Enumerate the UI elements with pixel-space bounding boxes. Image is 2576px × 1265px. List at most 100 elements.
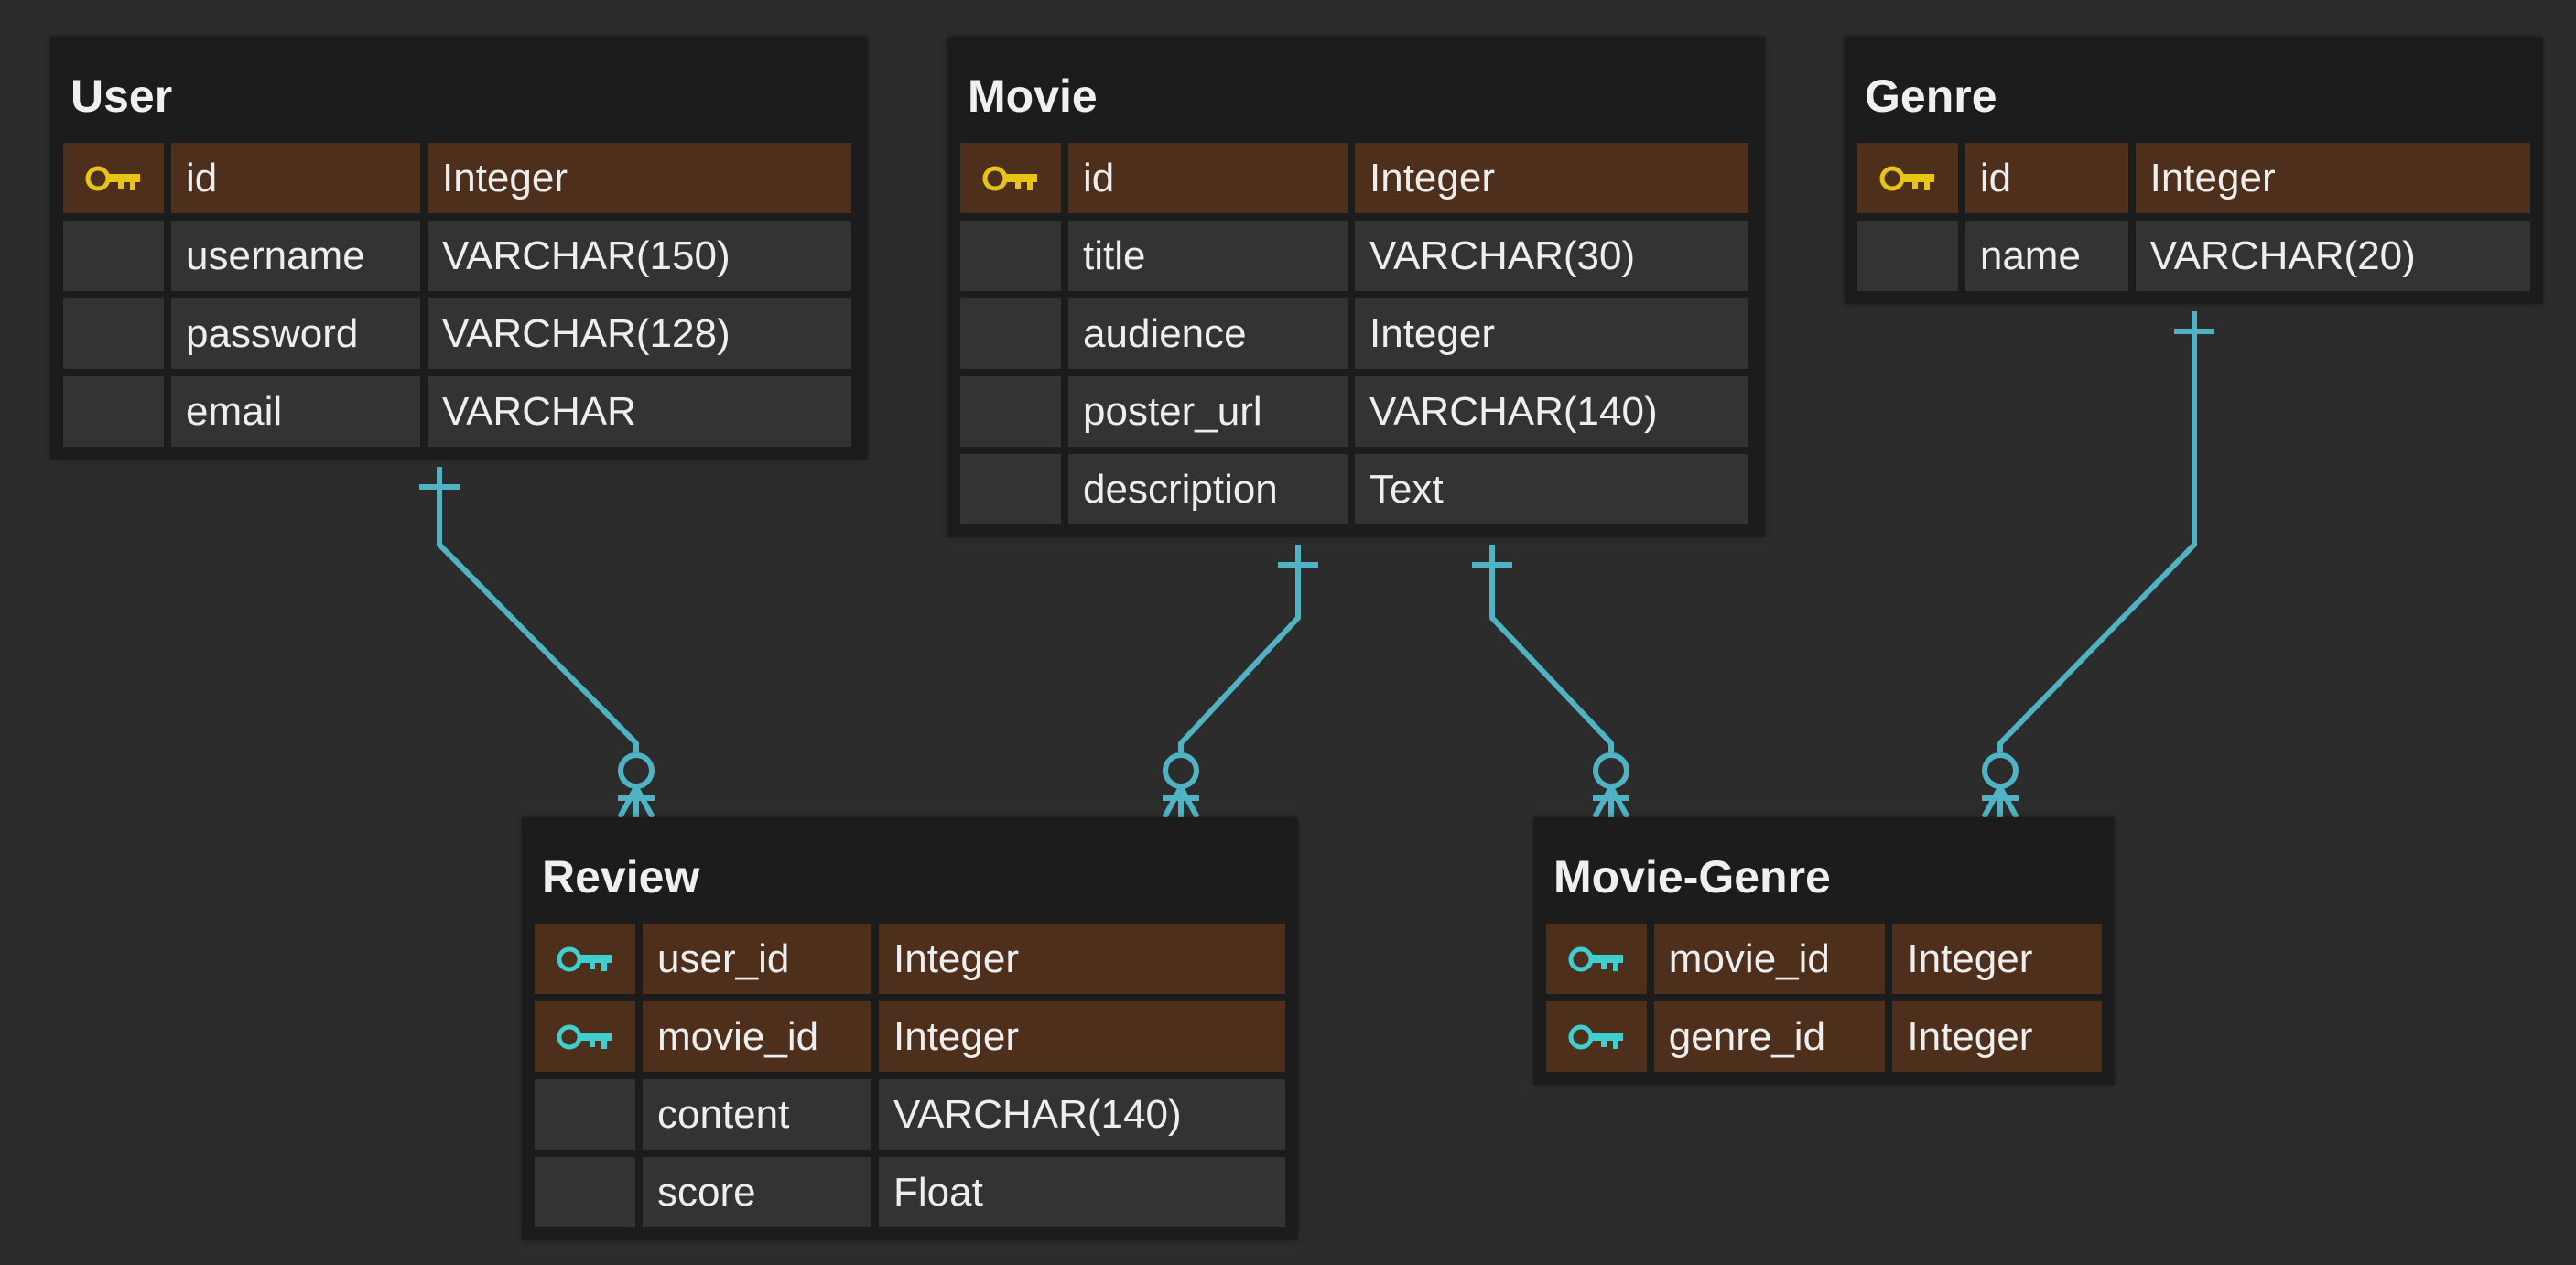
foreign-key-icon [1546,924,1647,994]
column-name: password [171,298,420,369]
cardinality-many-mark [1981,785,2019,819]
key-cell-empty [1857,221,1958,291]
primary-key-icon [1857,143,1958,213]
cardinality-zero-mark [618,752,655,789]
relationship-line [1981,311,2214,819]
column-name: audience [1068,298,1348,369]
column-name: title [1068,221,1348,291]
column-type: VARCHAR(128) [428,298,851,369]
column-type: VARCHAR(20) [2135,221,2530,291]
column-name: description [1068,454,1348,524]
foreign-key-icon [1546,1001,1647,1072]
column-name: movie_id [1653,924,1886,994]
column-name: name [1964,221,2128,291]
column-name: content [643,1079,871,1150]
relationship-line [419,467,655,819]
key-cell-empty [63,376,164,447]
column-name: score [643,1157,871,1227]
column-type: Text [1355,454,1748,524]
column-type: Integer [1892,1001,2102,1072]
column-name: genre_id [1653,1001,1886,1072]
column-name: user_id [643,924,871,994]
column-name: id [171,143,420,213]
connector-path [1489,545,1614,752]
cardinality-zero-mark [1163,752,1199,789]
table-title: Genre [1865,70,1997,122]
cardinality-many-mark [1162,785,1200,819]
primary-key-icon [63,143,164,213]
column-type: VARCHAR [428,376,851,447]
column-type: Integer [1892,924,2102,994]
column-type: VARCHAR(30) [1355,221,1748,291]
column-type: Integer [1355,143,1748,213]
key-cell-empty [535,1079,635,1150]
connector-path [1997,311,2197,752]
primary-key-icon [960,143,1061,213]
column-name: poster_url [1068,376,1348,447]
column-type: Integer [879,924,1285,994]
column-name: email [171,376,420,447]
column-type: VARCHAR(140) [1355,376,1748,447]
cardinality-many-mark [617,785,655,819]
table-title: Review [542,851,700,903]
column-type: Float [879,1157,1285,1227]
cardinality-many-mark [1592,785,1630,819]
key-cell-empty [63,221,164,291]
column-type: VARCHAR(140) [879,1079,1285,1150]
key-cell-empty [960,221,1061,291]
key-cell-empty [535,1157,635,1227]
column-name: username [171,221,420,291]
connector-path [437,467,639,752]
column-type: Integer [1355,298,1748,369]
table-title: User [70,70,173,122]
column-type: Integer [879,1001,1285,1072]
cardinality-zero-mark [1593,752,1629,789]
column-type: Integer [2135,143,2530,213]
key-cell-empty [960,298,1061,369]
column-name: movie_id [643,1001,871,1072]
connector-path [1178,545,1301,752]
table-title: Movie-Genre [1553,851,1831,903]
key-cell-empty [960,454,1061,524]
key-cell-empty [63,298,164,369]
foreign-key-icon [535,1001,635,1072]
column-type: VARCHAR(150) [428,221,851,291]
relationship-line [1162,545,1318,819]
key-cell-empty [960,376,1061,447]
table-title: Movie [968,70,1098,122]
column-type: Integer [428,143,851,213]
foreign-key-icon [535,924,635,994]
relationship-line [1472,545,1630,819]
column-name: id [1068,143,1348,213]
column-name: id [1964,143,2128,213]
cardinality-zero-mark [1982,752,2019,789]
